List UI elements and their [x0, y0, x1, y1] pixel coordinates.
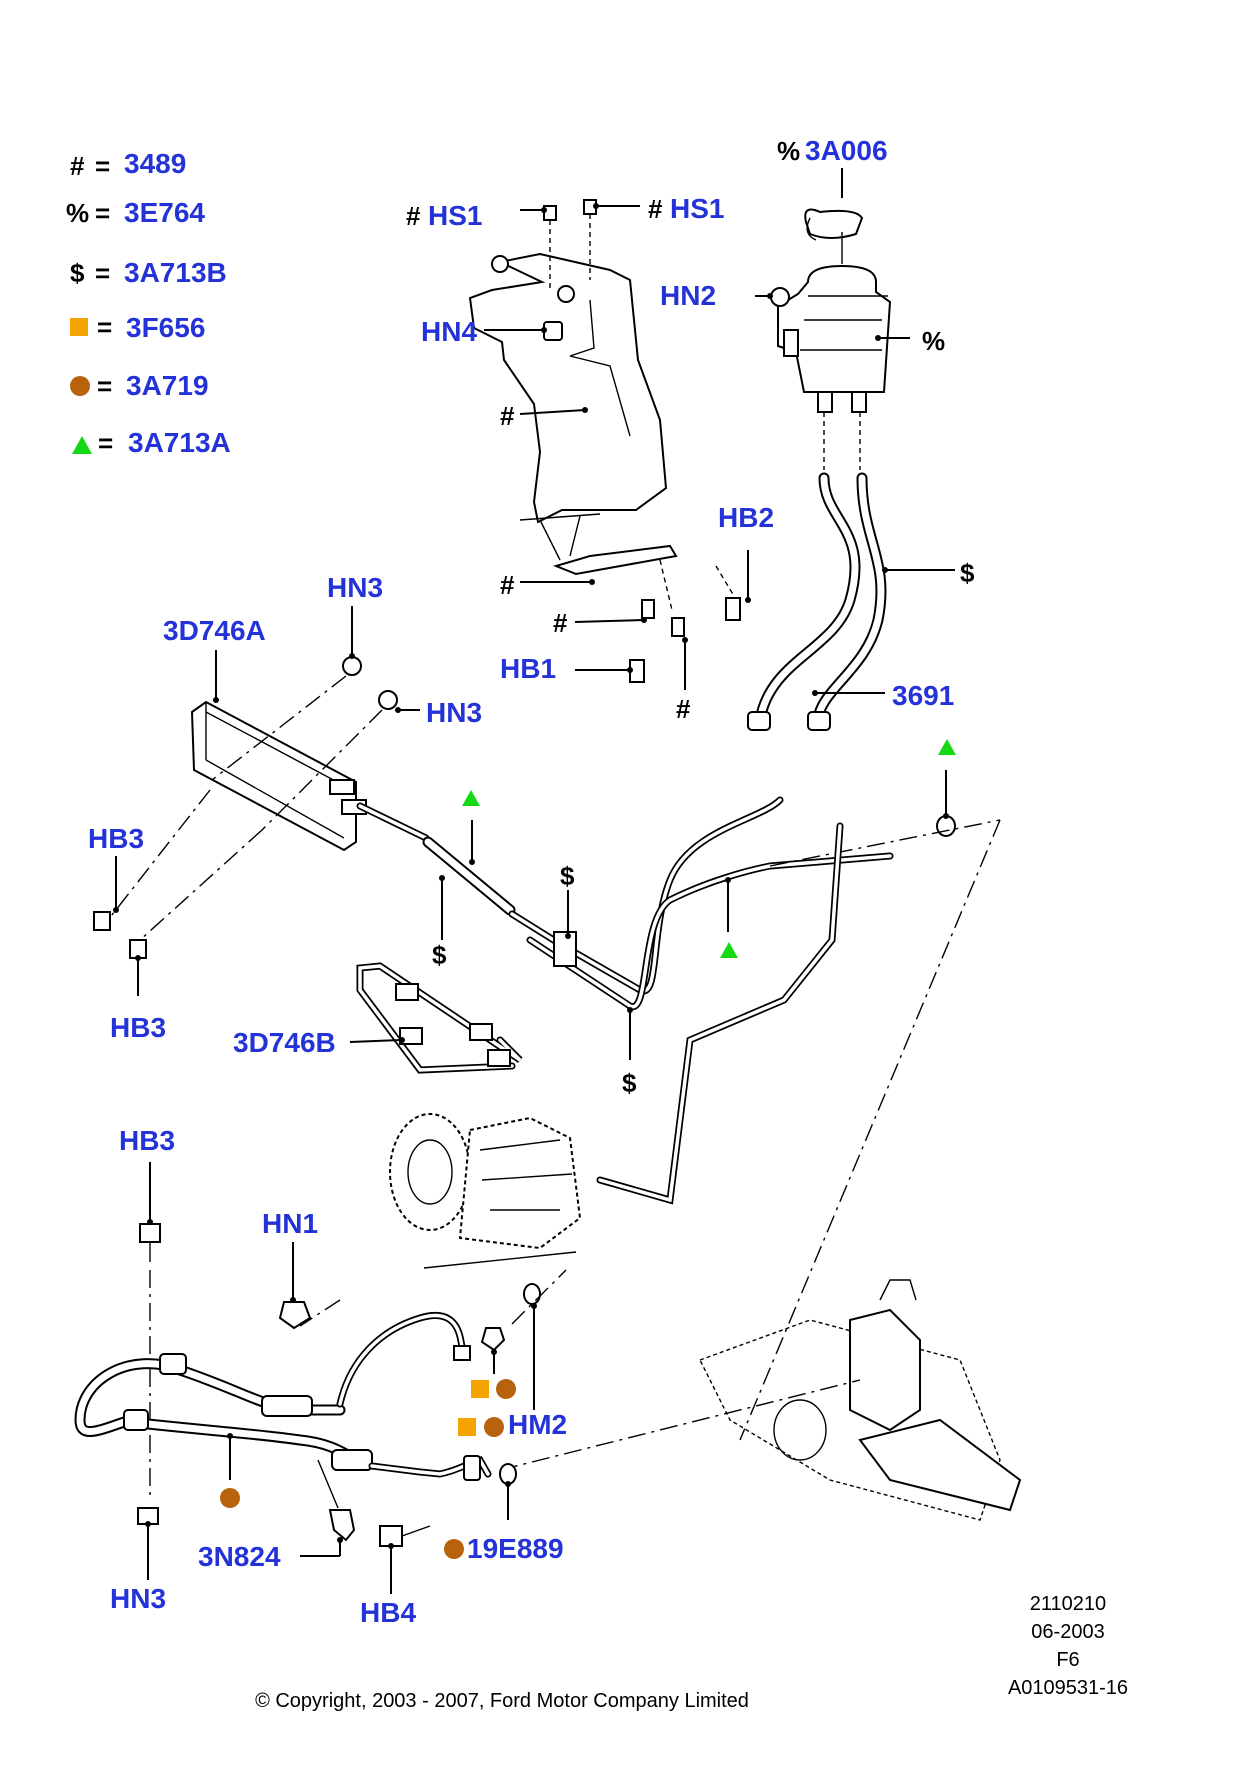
legend-code: 3A713B — [124, 257, 227, 288]
copyright-text: © Copyright, 2003 - 2007, Ford Motor Com… — [255, 1690, 749, 1712]
legend-code: 3A713A — [128, 427, 231, 458]
legend-code: 3A719 — [126, 370, 209, 401]
square-marker-icon — [471, 1380, 489, 1398]
circle-marker-icon — [220, 1488, 240, 1508]
part-labels: % 3A006 # HS1 # HS1 HN2 % HN4 # HB2 $ HN… — [88, 135, 975, 1628]
symbol-hash: # — [500, 401, 515, 431]
symbol-hash: # — [676, 694, 691, 724]
label-hn4: HN4 — [421, 316, 477, 347]
pump-pulley — [389, 1113, 471, 1231]
label-hb3-upper: HB3 — [88, 823, 144, 854]
label-3d746a: 3D746A — [163, 615, 266, 646]
steering-gear — [499, 1279, 1022, 1521]
circle-marker-icon — [70, 376, 90, 396]
symbol-dollar: $ — [960, 558, 975, 588]
label-hs1-right: HS1 — [670, 193, 724, 224]
return-line-assembly — [356, 739, 1001, 1441]
triangle-marker-icon — [720, 942, 738, 958]
label-hn3-top: HN3 — [327, 572, 383, 603]
square-marker-icon — [458, 1418, 476, 1436]
symbol-percent: % — [777, 136, 800, 166]
reference-drawing-id: A0109531-16 — [1008, 1677, 1128, 1699]
label-3d746b: 3D746B — [233, 1027, 336, 1058]
legend-equals: = — [98, 428, 113, 458]
cooler-3d746b — [349, 962, 523, 1074]
symbol-dollar: $ — [560, 861, 575, 891]
circle-marker-icon — [444, 1539, 464, 1559]
symbol-hash: # — [406, 201, 421, 231]
reference-date: 06-2003 — [1031, 1621, 1104, 1643]
legend-symbol: % — [66, 198, 89, 228]
reference-number: 2110210 — [1030, 1593, 1106, 1615]
legend-equals: = — [95, 151, 110, 181]
reservoir-body — [777, 264, 892, 393]
legend-equals: = — [97, 371, 112, 401]
label-hb1: HB1 — [500, 653, 556, 684]
legend-row-3a713a: = 3A713A — [72, 427, 231, 458]
label-hb4: HB4 — [360, 1597, 416, 1628]
legend-equals: = — [95, 198, 110, 228]
legend-symbol: $ — [70, 258, 85, 288]
symbol-hash: # — [500, 570, 515, 600]
hn2-clip — [770, 287, 790, 307]
legend-row-3a719: = 3A719 — [70, 370, 209, 401]
label-hn1: HN1 — [262, 1208, 318, 1239]
label-hs1-left: HS1 — [428, 200, 482, 231]
bracket-assembly — [468, 199, 751, 690]
cooler-3d746a — [93, 606, 420, 996]
reservoir-cap — [804, 208, 864, 239]
label-hn3-right: HN3 — [426, 697, 482, 728]
label-hb3-bottom: HB3 — [119, 1125, 175, 1156]
label-19e889: 19E889 — [467, 1533, 564, 1564]
symbol-hash: # — [648, 194, 663, 224]
symbol-percent: % — [922, 326, 945, 356]
label-3n824: 3N824 — [198, 1541, 281, 1572]
label-hn2: HN2 — [660, 280, 716, 311]
label-hn3-bottom: HN3 — [110, 1583, 166, 1614]
pump-body — [458, 1116, 582, 1250]
lower-hose-assembly — [74, 1162, 567, 1594]
label-3691: 3691 — [892, 680, 954, 711]
legend-row-3f656: = 3F656 — [70, 312, 205, 343]
legend-code: 3F656 — [126, 312, 205, 343]
cooler-body — [190, 700, 357, 852]
legend-row-3a713b: $ = 3A713B — [70, 257, 227, 288]
legend-row-3e764: % = 3E764 — [66, 197, 205, 228]
legend: # = 3489 % = 3E764 $ = 3A713B = 3F656 = … — [66, 148, 231, 458]
symbol-hash: # — [553, 608, 568, 638]
reservoir-hoses — [747, 472, 955, 731]
legend-equals: = — [95, 258, 110, 288]
reference-block: 2110210 06-2003 F6 A0109531-16 — [1008, 1593, 1128, 1699]
steering-pump — [389, 1113, 582, 1269]
triangle-marker-icon — [938, 739, 956, 755]
reference-code: F6 — [1056, 1649, 1079, 1671]
bracket — [468, 252, 668, 524]
legend-equals: = — [97, 312, 112, 342]
square-marker-icon — [70, 318, 88, 336]
legend-code: 3E764 — [124, 197, 205, 228]
reservoir-assembly — [755, 168, 910, 470]
label-3a006: 3A006 — [805, 135, 888, 166]
circle-marker-icon — [496, 1379, 516, 1399]
symbol-dollar: $ — [432, 940, 447, 970]
label-hm2: HM2 — [508, 1409, 567, 1440]
triangle-marker-icon — [462, 790, 480, 806]
label-hb2: HB2 — [718, 502, 774, 533]
label-hb3-lower: HB3 — [110, 1012, 166, 1043]
triangle-marker-icon — [72, 436, 92, 454]
symbol-dollar: $ — [622, 1068, 637, 1098]
circle-marker-icon — [484, 1417, 504, 1437]
legend-symbol: # — [70, 151, 85, 181]
legend-code: 3489 — [124, 148, 186, 179]
legend-row-3489: # = 3489 — [70, 148, 186, 181]
